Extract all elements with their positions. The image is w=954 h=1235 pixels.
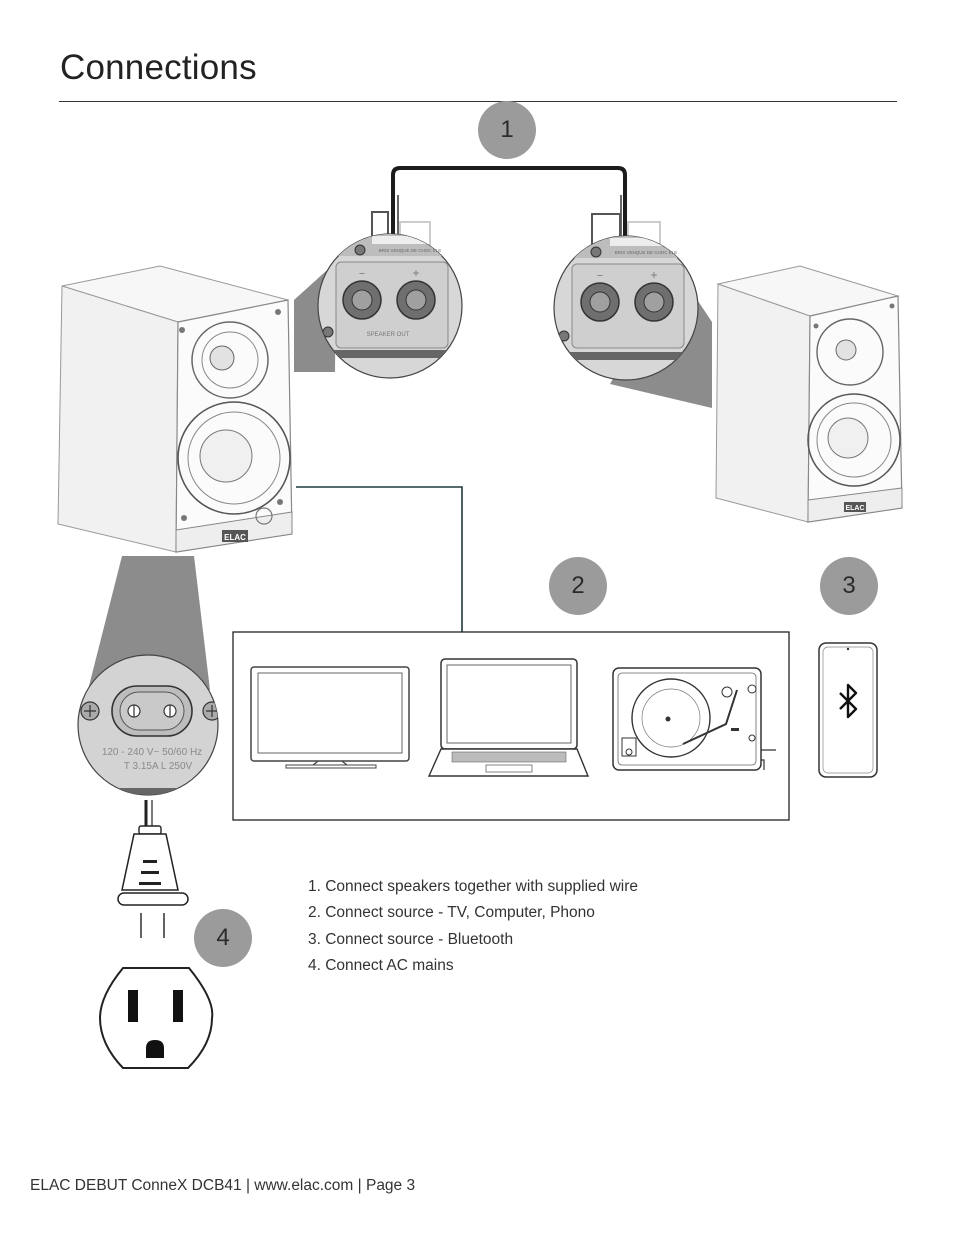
right-speaker: ELAC [715,265,903,523]
instruction-step-4: 4. Connect AC mains [308,956,454,974]
bluetooth-icon [839,683,858,719]
instruction-step-3: 3. Connect source - Bluetooth [308,930,514,948]
left-jack-plus-label: + [412,266,419,280]
left-jack-minus-label: − [359,268,365,280]
left-jack-panel-text: BRIS VENQUE DE CHOC ELE [379,248,442,253]
step-badge-4: 4 [194,909,252,967]
tv-icon [250,666,410,769]
page-title: Connections [60,48,257,87]
left-speaker: ELAC [57,265,293,553]
right-jack-plus-label: + [650,268,657,282]
laptop-icon [427,658,590,777]
instruction-step-1: 1. Connect speakers together with suppli… [308,878,638,895]
instruction-list: 1. Connect speakers together with suppli… [308,878,638,983]
instruction-step-2: 2. Connect source - TV, Computer, Phono [308,904,595,922]
step-badge-2: 2 [549,557,607,615]
turntable-icon [612,667,776,771]
source-devices-box [232,631,790,821]
power-rating-voltage: 120 - 240 V~ 50/60 Hz [102,747,202,758]
power-rating-fuse: T 3.15A L 250V [124,761,193,772]
power-plug-icon [117,800,189,938]
left-jack-label: SPEAKER OUT [367,332,410,338]
right-jack-minus-label: − [597,270,603,282]
step-badge-1: 1 [478,101,536,159]
title-divider [59,101,897,102]
left-jack-zoom: BRIS VENQUE DE CHOC ELE − + SPEAKER OUT [317,233,463,379]
phone-icon [818,642,878,778]
right-jack-panel-text: BRIS VENQUE DE CHOC ELE [615,250,678,255]
step-badge-3: 3 [820,557,878,615]
left-speaker-logo: ELAC [224,533,246,542]
power-socket-zoom: 120 - 240 V~ 50/60 Hz T 3.15A L 250V [77,654,219,796]
source-connection-line [296,486,463,632]
power-zoom-shadow [88,556,210,690]
wall-outlet-icon [98,967,214,1069]
page-footer: ELAC DEBUT ConneX DCB41 | www.elac.com |… [30,1177,416,1194]
right-speaker-logo: ELAC [845,505,864,512]
